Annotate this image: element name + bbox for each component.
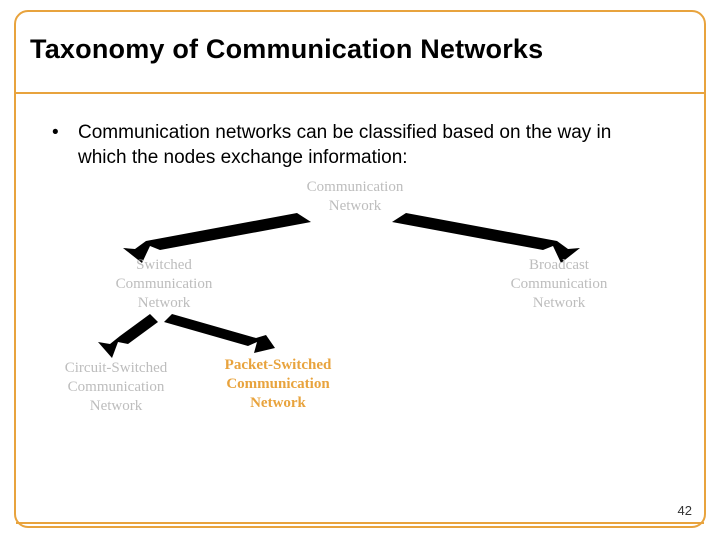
bullet-item: • Communication networks can be classifi… <box>52 120 662 170</box>
bullet-text: Communication networks can be classified… <box>78 122 612 168</box>
page-number: 42 <box>677 503 692 518</box>
node-broadcast-communication-network: Broadcast Communication Network <box>510 257 608 311</box>
slide-border <box>14 10 706 528</box>
node-communication-network: Communication Network <box>306 179 404 214</box>
node-circuit-switched-communication-network: Circuit-Switched Communication Network <box>64 360 168 414</box>
page-title: Taxonomy of Communication Networks <box>30 34 544 64</box>
node-packet-switched-communication-network: Packet-Switched Communication Network <box>224 357 332 411</box>
title-divider <box>16 92 704 94</box>
node-switched-communication-network: Switched Communication Network <box>115 257 213 311</box>
footer-divider <box>16 522 704 524</box>
bullet-marker: • <box>52 122 59 143</box>
